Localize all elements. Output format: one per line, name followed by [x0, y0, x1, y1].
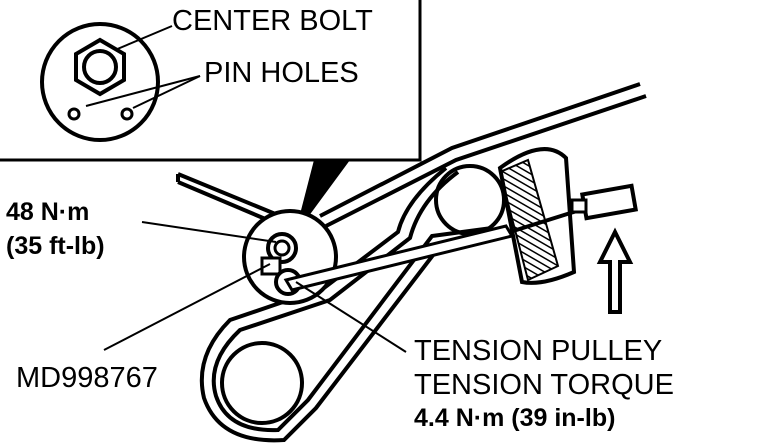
- wrench-handle: [579, 183, 639, 221]
- torque-ftlb-label: (35 ft-lb): [6, 232, 105, 260]
- tool-number-label: MD998767: [16, 362, 158, 394]
- tension-pulley-label: TENSION PULLEY: [414, 335, 662, 367]
- torque-nm-label: 48 N·m: [6, 198, 89, 226]
- pin-hole-right: [120, 107, 134, 121]
- crank-pulley: [220, 341, 304, 425]
- center-bolt-icon: [82, 49, 118, 85]
- zoom-pointer: [298, 160, 350, 228]
- center-bolt-hex-icon: [74, 37, 126, 97]
- inset-box: [0, 0, 422, 162]
- idler-pulley: [434, 164, 506, 236]
- center-bolt-label: CENTER BOLT: [172, 5, 373, 37]
- pin-holes-label: PIN HOLES: [204, 57, 359, 89]
- tension-value-label: 4.4 N·m (39 in-lb): [414, 404, 615, 432]
- pin-hole-left: [67, 107, 81, 121]
- leader-lines: [103, 221, 407, 353]
- inset-leaders: [85, 25, 201, 109]
- torque-wrench: [497, 147, 639, 285]
- tension-pulley: [242, 209, 338, 305]
- arrow-up-icon: [596, 227, 634, 314]
- inset-pulley: [40, 22, 160, 142]
- tension-torque-label: TENSION TORQUE: [414, 369, 674, 401]
